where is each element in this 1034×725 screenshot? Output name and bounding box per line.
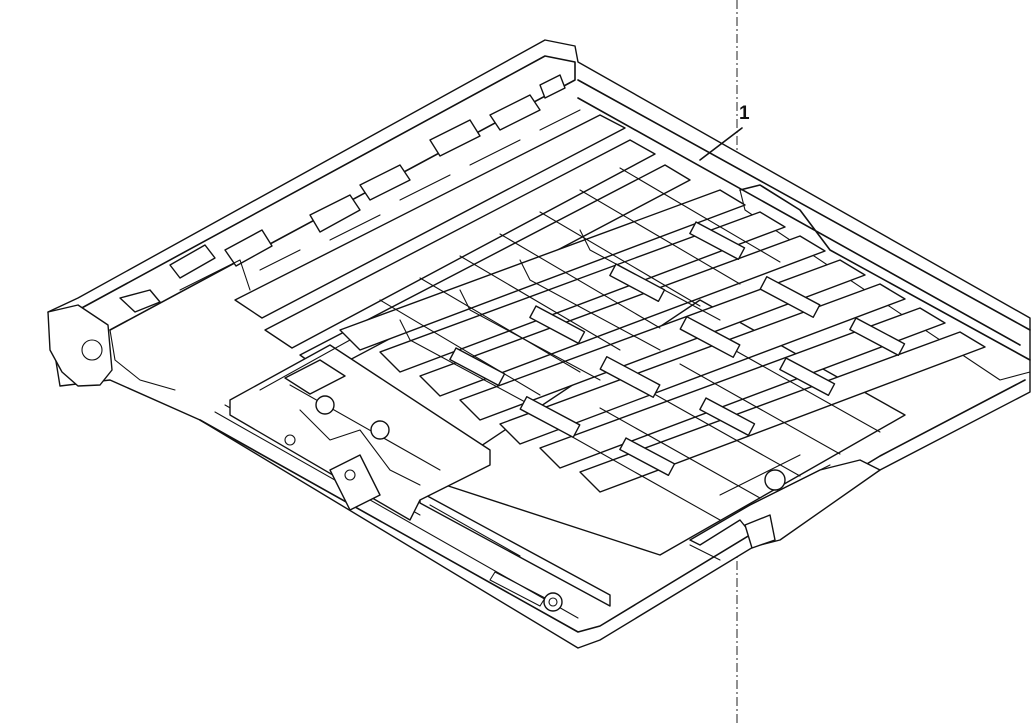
right-roller-unit	[689, 454, 881, 561]
duplex-roller-unit	[229, 339, 491, 521]
front-edge	[199, 379, 1026, 633]
duplex-tray-assembly	[47, 39, 1031, 649]
left-latch	[119, 289, 161, 313]
guide-ribs	[234, 114, 986, 493]
callout-label-1: 1	[739, 103, 750, 124]
roller-gear	[543, 592, 563, 612]
left-hinge	[47, 304, 113, 387]
cross-ribs	[379, 167, 881, 521]
callout-leader	[699, 127, 743, 161]
back-rail	[77, 55, 576, 331]
back-clips	[169, 74, 581, 291]
rib-pockets	[449, 221, 906, 477]
right-rail	[577, 79, 1031, 361]
